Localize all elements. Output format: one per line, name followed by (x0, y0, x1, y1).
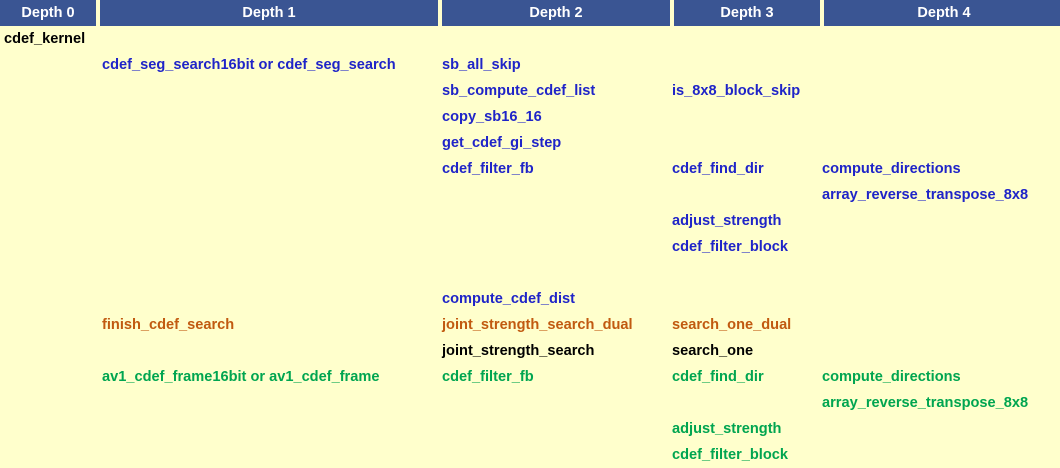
table-row: array_reverse_transpose_8x8 (0, 390, 1060, 416)
table-row: array_reverse_transpose_8x8 (0, 182, 1060, 208)
table-row: av1_cdef_frame16bit or av1_cdef_frame cde… (0, 364, 1060, 390)
cell-depth-3[interactable]: cdef_filter_block (672, 447, 788, 463)
cell-depth-3[interactable]: cdef_find_dir (672, 161, 764, 177)
table-row: get_cdef_gi_step (0, 130, 1060, 156)
table-row: copy_sb16_16 (0, 104, 1060, 130)
cell-depth-2[interactable]: joint_strength_search_dual (442, 317, 633, 333)
column-header-depth-3[interactable]: Depth 3 (674, 0, 820, 26)
column-header-depth-0[interactable]: Depth 0 (0, 0, 96, 26)
cell-depth-3[interactable]: adjust_strength (672, 421, 782, 437)
column-header-depth-4[interactable]: Depth 4 (824, 0, 1060, 26)
cell-depth-2[interactable]: cdef_filter_fb (442, 161, 534, 177)
table-row: cdef_filter_fb cdef_find_dir compute_direc… (0, 156, 1060, 182)
cell-depth-3[interactable]: cdef_find_dir (672, 369, 764, 385)
table-row: cdef_seg_search16bit or cdef_seg_search s… (0, 52, 1060, 78)
column-header-divider (96, 0, 100, 26)
cell-depth-1[interactable]: av1_cdef_frame16bit or av1_cdef_frame (102, 369, 380, 385)
cell-depth-3[interactable]: search_one (672, 343, 754, 359)
cell-depth-3[interactable]: is_8x8_block_skip (672, 83, 801, 99)
cell-depth-4[interactable]: array_reverse_transpose_8x8 (822, 187, 1029, 203)
cell-depth-1[interactable]: finish_cdef_search (102, 317, 235, 333)
column-header-divider (438, 0, 442, 26)
table-row: cdef_filter_block (0, 234, 1060, 260)
cell-depth-2[interactable]: sb_all_skip (442, 57, 521, 73)
table-row: compute_cdef_dist (0, 286, 1060, 312)
cell-depth-2[interactable]: joint_strength_search (442, 343, 595, 359)
cell-depth-0[interactable]: cdef_kernel (4, 31, 86, 47)
cell-depth-4[interactable]: compute_directions (822, 369, 961, 385)
cell-depth-4[interactable]: array_reverse_transpose_8x8 (822, 395, 1029, 411)
cell-depth-2[interactable]: cdef_filter_fb (442, 369, 534, 385)
column-header-divider (820, 0, 824, 26)
cell-depth-3[interactable]: adjust_strength (672, 213, 782, 229)
column-header-divider (670, 0, 674, 26)
cell-depth-2[interactable]: sb_compute_cdef_list (442, 83, 596, 99)
cell-depth-3[interactable]: cdef_filter_block (672, 239, 788, 255)
cell-depth-3[interactable]: search_one_dual (672, 317, 792, 333)
table-row: sb_compute_cdef_list is_8x8_block_skip (0, 78, 1060, 104)
table-body: cdef_kernel cdef_seg_search16bit or cdef_… (0, 26, 1060, 463)
cell-depth-1[interactable]: cdef_seg_search16bit or cdef_seg_search (102, 57, 396, 73)
table-row: cdef_kernel (0, 26, 1060, 52)
column-header-depth-1[interactable]: Depth 1 (100, 0, 438, 26)
column-header-depth-2[interactable]: Depth 2 (442, 0, 670, 26)
cell-depth-2[interactable]: compute_cdef_dist (442, 291, 575, 307)
cell-depth-4[interactable]: compute_directions (822, 161, 961, 177)
cell-depth-2[interactable]: get_cdef_gi_step (442, 135, 562, 151)
table-row: finish_cdef_search joint_strength_search_… (0, 312, 1060, 338)
table-row: adjust_strength (0, 416, 1060, 442)
cell-depth-2[interactable]: copy_sb16_16 (442, 109, 542, 125)
table-row (0, 260, 1060, 286)
table-row: joint_strength_search search_one (0, 338, 1060, 364)
table-row: cdef_filter_block (0, 442, 1060, 468)
table-row: adjust_strength (0, 208, 1060, 234)
